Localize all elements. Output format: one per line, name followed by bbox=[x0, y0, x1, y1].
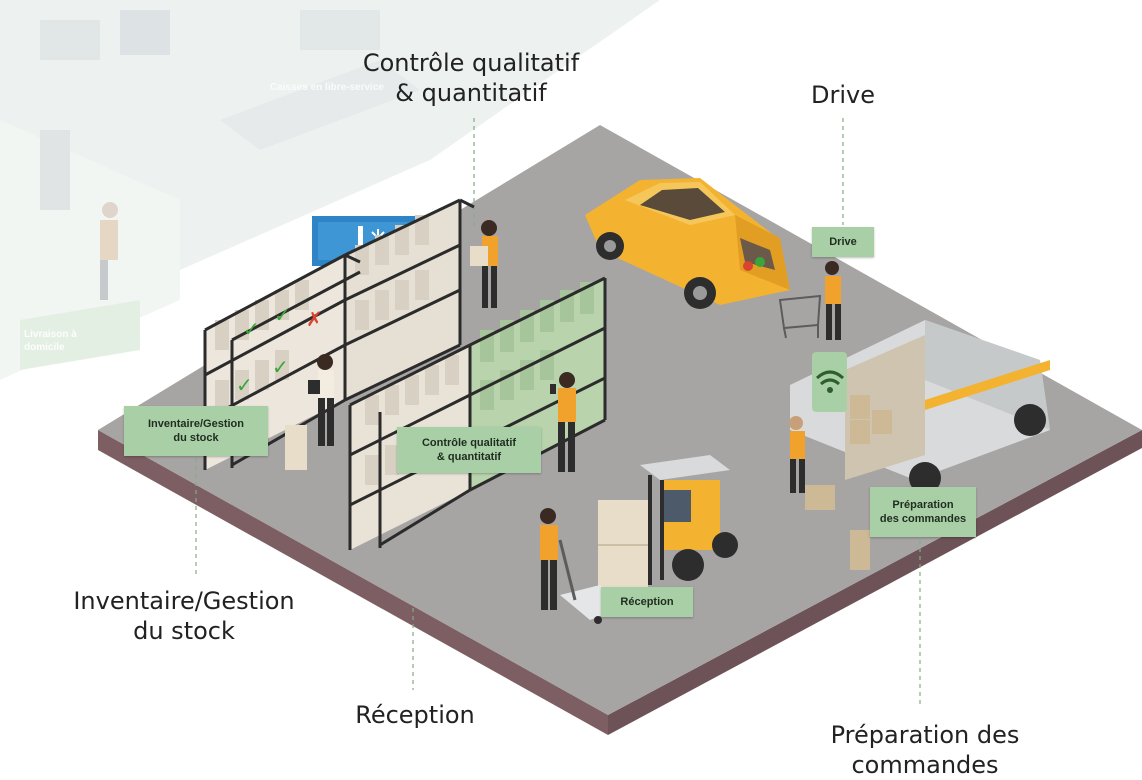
wifi-icon bbox=[815, 370, 845, 386]
shelving-unit-left bbox=[203, 198, 475, 470]
delivery-van bbox=[790, 320, 1050, 570]
tag-quality-control: Contrôle qualitatif & quantitatif bbox=[397, 427, 541, 473]
check-mark: ✓ bbox=[272, 355, 289, 379]
clipboard-icon bbox=[308, 380, 320, 394]
ghost-label-home-delivery: Livraison à domicile bbox=[24, 329, 77, 353]
check-mark: ✓ bbox=[243, 317, 260, 341]
check-mark: ✓ bbox=[236, 373, 253, 397]
worker-reception bbox=[540, 508, 577, 610]
tag-drive: Drive bbox=[812, 227, 874, 257]
label-order-preparation: Préparation des commandes bbox=[830, 721, 1020, 779]
shopping-cart-icon bbox=[778, 294, 822, 339]
cross-mark: ✗ bbox=[306, 307, 323, 331]
scanner-icon bbox=[550, 384, 556, 394]
tag-order-preparation: Préparation des commandes bbox=[870, 487, 976, 537]
worker-order-prep bbox=[789, 416, 805, 493]
worker-drive bbox=[825, 261, 841, 340]
car bbox=[585, 178, 790, 309]
worker-quality bbox=[470, 220, 498, 308]
label-drive: Drive bbox=[811, 81, 875, 109]
label-quality-control: Contrôle qualitatif & quantitatif bbox=[362, 49, 580, 107]
background-store bbox=[0, 0, 660, 380]
worker-scanner bbox=[550, 372, 576, 472]
label-inventory: Inventaire/Gestion du stock bbox=[73, 587, 295, 645]
ghost-label-self-checkout: Caisses en libre-service bbox=[270, 82, 384, 93]
forklift-icon bbox=[598, 455, 738, 590]
tag-reception: Réception bbox=[601, 587, 693, 617]
check-mark: ✓ bbox=[274, 303, 291, 327]
label-reception: Réception bbox=[355, 701, 475, 729]
leader-lines bbox=[195, 118, 921, 708]
worker-inventory bbox=[285, 354, 334, 470]
tag-inventory: Inventaire/Gestion du stock bbox=[124, 406, 268, 456]
